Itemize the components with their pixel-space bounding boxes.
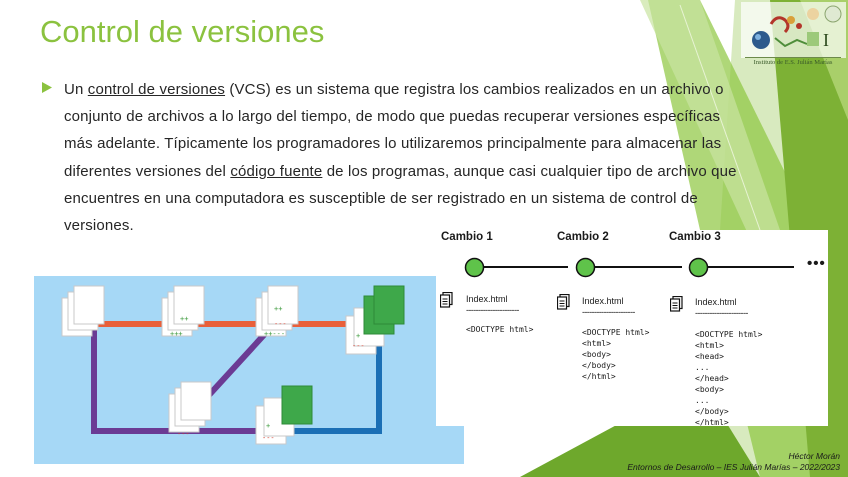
commit-timeline-line xyxy=(483,266,794,268)
svg-text:+: + xyxy=(356,332,360,340)
doc-stack: ++ --- ++--- xyxy=(255,285,299,338)
file-name-2: Index.html xyxy=(582,296,624,306)
file-name-1: Index.html xyxy=(466,294,508,304)
commit-node-2[interactable] xyxy=(575,257,596,278)
footer-author: Héctor Morán xyxy=(788,451,841,461)
svg-text:---: --- xyxy=(262,434,275,442)
bullet-text-part: (VCS) es un sistema que registra los cam… xyxy=(64,81,724,180)
svg-text:I: I xyxy=(823,30,829,50)
svg-text:++---: ++--- xyxy=(264,330,285,338)
institute-logo: I xyxy=(741,2,846,70)
institute-logo-caption: Instituto de E.S. Julián Marías xyxy=(745,57,841,66)
bullet-text-part: de los programas, aunque casi cualquier … xyxy=(64,162,737,235)
footer: Héctor Morán Entornos de Desarrollo – IE… xyxy=(627,451,840,473)
commit-node-1[interactable] xyxy=(464,257,485,278)
document-icon xyxy=(670,296,683,312)
footer-course: Entornos de Desarrollo – IES Julián Marí… xyxy=(627,462,840,472)
svg-text:---: --- xyxy=(177,430,190,438)
institute-logo-icon: I xyxy=(741,2,846,58)
commit-label-2: Cambio 2 xyxy=(557,231,609,243)
slide-title: Control de versiones xyxy=(40,14,325,49)
document-icon xyxy=(440,292,453,308)
source-code-link[interactable]: código fuente xyxy=(230,162,323,180)
file-separator-3: ---------------------- xyxy=(695,308,748,318)
more-commits-ellipsis: ••• xyxy=(807,255,826,272)
file-name-3: Index.html xyxy=(695,297,737,307)
svg-text:++: ++ xyxy=(274,305,282,313)
bullet-arrow-icon xyxy=(42,82,52,93)
doc-stack: + --- xyxy=(345,285,405,355)
commit-timeline-panel xyxy=(436,230,828,426)
file-content-2: <DOCTYPE html> <html> <body> </body> </h… xyxy=(582,328,650,381)
vcs-link[interactable]: control de versiones xyxy=(87,81,226,98)
file-separator-1: ---------------------- xyxy=(466,305,519,315)
commit-node-3[interactable] xyxy=(688,257,709,278)
bullet-text: Un control de versiones (VCS) es un sist… xyxy=(64,76,744,239)
doc-stack: --- xyxy=(168,381,212,438)
commit-label-1: Cambio 1 xyxy=(441,231,493,243)
svg-text:---: --- xyxy=(352,342,365,350)
doc-stack xyxy=(61,285,105,337)
file-separator-2: ---------------------- xyxy=(582,307,635,317)
svg-text:++: ++ xyxy=(180,315,188,323)
file-content-3: <DOCTYPE html> <html> <head> ... </head>… xyxy=(695,330,763,427)
vcs-branch-illustration: ++ +++ ++ --- ++--- + --- xyxy=(61,285,405,445)
vcs-branch-diagram: ++ +++ ++ --- ++--- + --- xyxy=(34,276,464,464)
doc-stack: + --- xyxy=(255,385,313,445)
file-content-1: <DOCTYPE html> xyxy=(466,325,534,334)
doc-stack: ++ +++ xyxy=(161,285,205,338)
bullet-text-part: Un xyxy=(64,81,88,98)
commit-label-3: Cambio 3 xyxy=(669,231,721,243)
svg-text:---: --- xyxy=(274,320,287,328)
svg-text:+++: +++ xyxy=(170,330,183,338)
svg-text:+: + xyxy=(266,422,270,430)
document-icon xyxy=(557,294,570,310)
